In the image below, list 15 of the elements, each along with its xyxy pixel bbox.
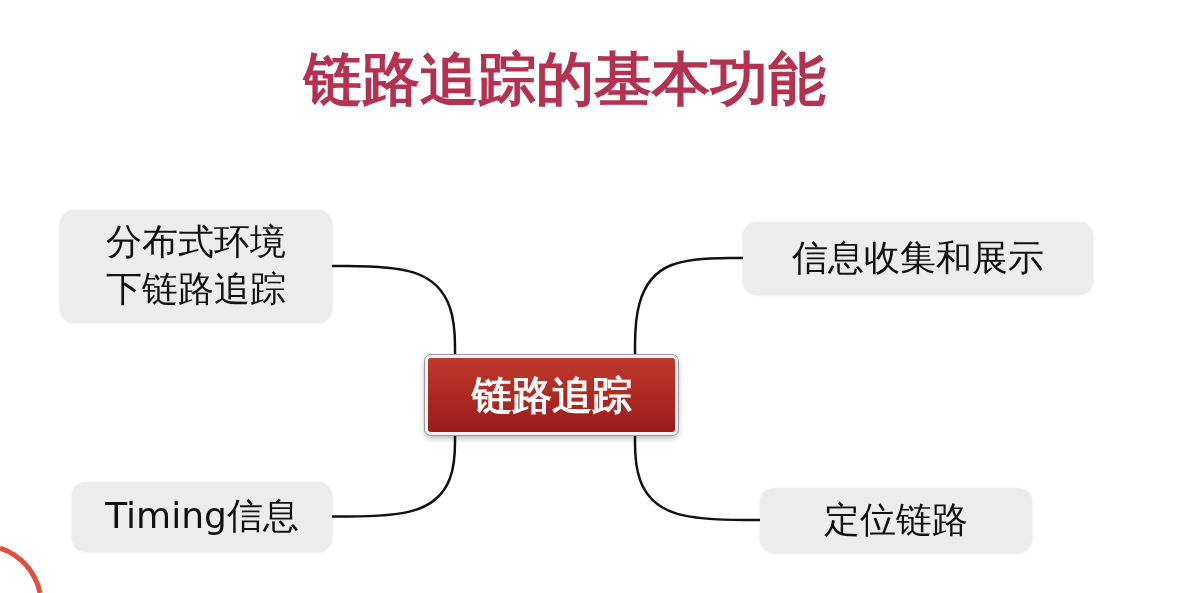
topic-label: 分布式环境下链路追踪 [105, 220, 287, 311]
topic-label: 定位链路 [824, 497, 968, 542]
title: 链路追踪的基本功能 [301, 45, 827, 115]
connector-line [332, 264, 457, 355]
central-topic-box [425, 355, 678, 435]
topic-label: 链路追踪 [471, 371, 632, 420]
subtopic-box [743, 222, 1093, 294]
subtopic-box [60, 210, 332, 322]
subtopic-box [760, 488, 1032, 552]
subtopic-box [72, 482, 332, 551]
connector-line [332, 435, 457, 518]
connector-line [633, 435, 760, 522]
topic-label: Timing信息 [105, 494, 299, 539]
connector-line [633, 256, 743, 355]
topic-label: 信息收集和展示 [792, 235, 1044, 280]
